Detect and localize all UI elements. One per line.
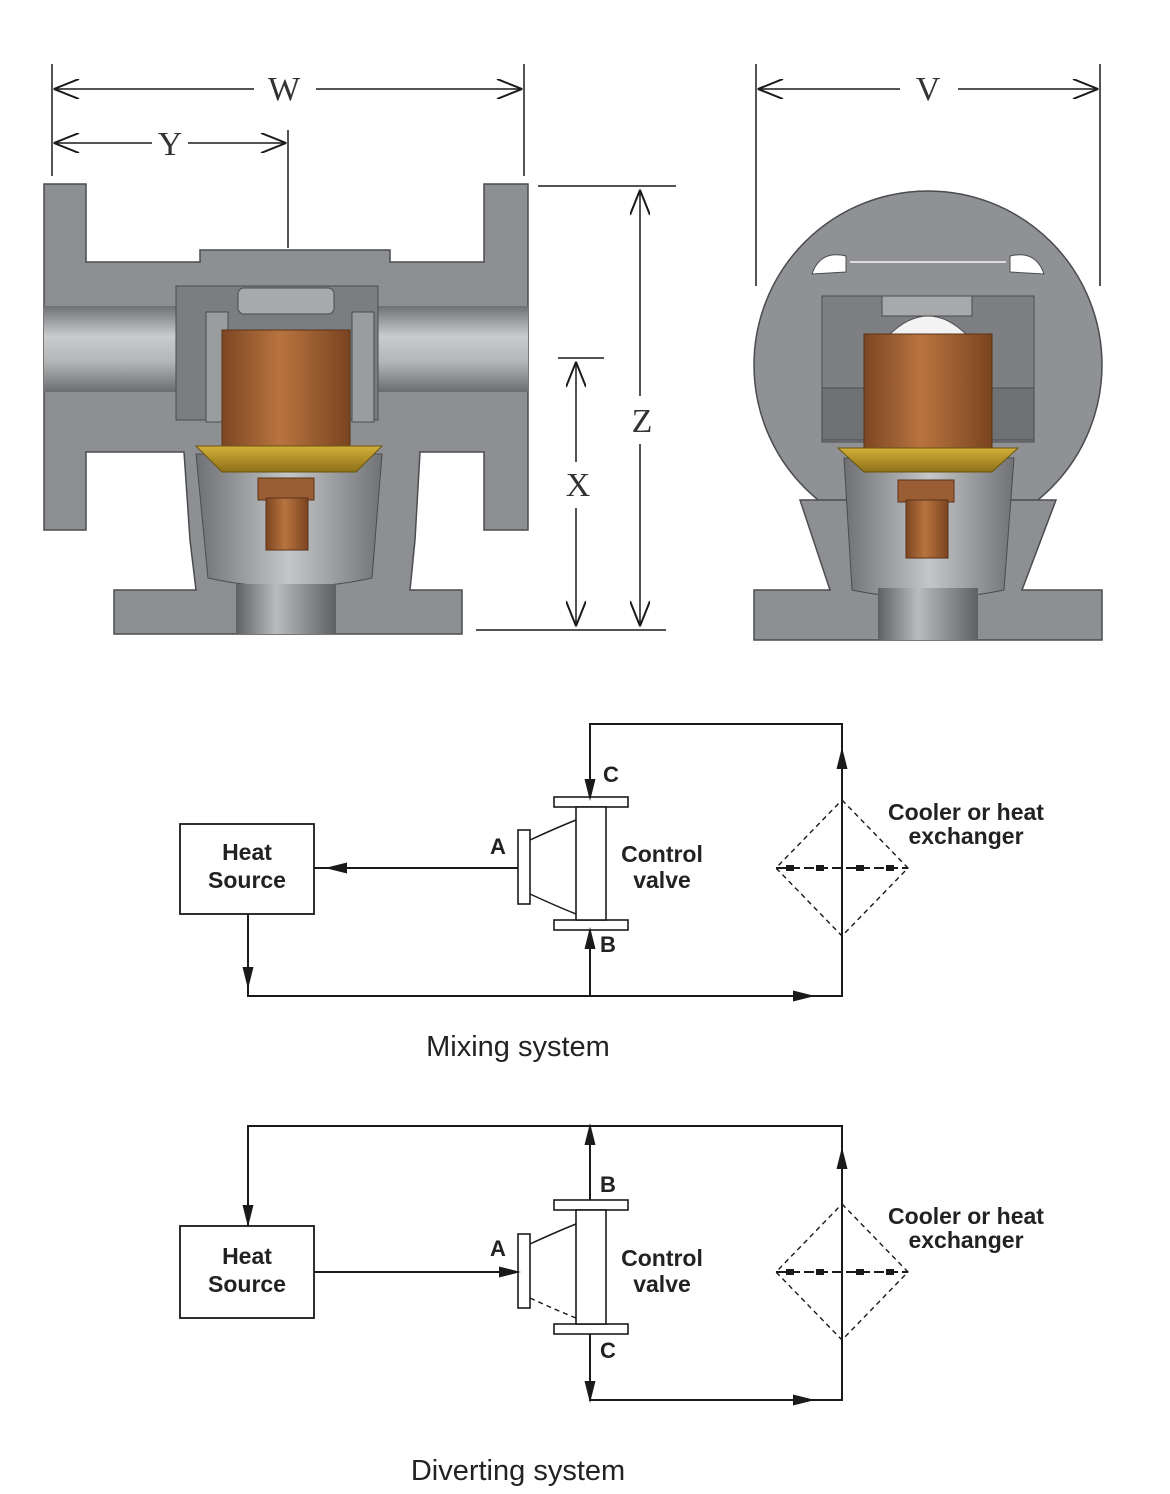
- diverting-port-a-label: A: [490, 1236, 506, 1261]
- valve-section-front: [43, 183, 529, 635]
- diverting-heat-source-label-line2: Source: [208, 1271, 286, 1297]
- mixing-cooler-label-line1: Cooler or heat: [888, 799, 1044, 825]
- dimension-lines-front: [51, 64, 676, 631]
- diverting-port-b-label: B: [600, 1172, 616, 1197]
- diverting-valve-label-line2: valve: [633, 1271, 691, 1297]
- dimension-y-label: Y: [158, 126, 183, 163]
- mixing-port-a-label: A: [490, 834, 506, 859]
- valve-section-side: [753, 190, 1103, 641]
- diverting-heat-source-box: [179, 1225, 315, 1319]
- mixing-port-b-label: B: [600, 932, 616, 957]
- mixing-valve-label-line2: valve: [633, 867, 691, 893]
- mixing-port-c-label: C: [603, 762, 619, 787]
- diverting-cooler-label-line1: Cooler or heat: [888, 1203, 1044, 1229]
- dimension-z-label: Z: [632, 403, 653, 440]
- mixing-heat-source-label-line2: Source: [208, 867, 286, 893]
- mixing-system-caption: Mixing system: [426, 1031, 610, 1063]
- dimension-lines-side: [755, 64, 1101, 286]
- dimension-w-label: W: [268, 71, 301, 108]
- mixing-valve-label-line1: Control: [621, 841, 703, 867]
- dimension-v-label: V: [916, 71, 941, 108]
- diverting-system-caption: Diverting system: [411, 1455, 625, 1487]
- mixing-heat-source-label-line1: Heat: [222, 839, 272, 865]
- mixing-system-schematic: [179, 723, 909, 1002]
- diverting-system-schematic: [179, 1123, 909, 1406]
- diverting-heat-source-label-line1: Heat: [222, 1243, 272, 1269]
- diverting-valve-label-line1: Control: [621, 1245, 703, 1271]
- mixing-cooler-label-line2: exchanger: [908, 823, 1023, 849]
- diverting-port-c-label: C: [600, 1338, 616, 1363]
- dimension-x-label: X: [566, 467, 591, 504]
- diverting-cooler-label-line2: exchanger: [908, 1227, 1023, 1253]
